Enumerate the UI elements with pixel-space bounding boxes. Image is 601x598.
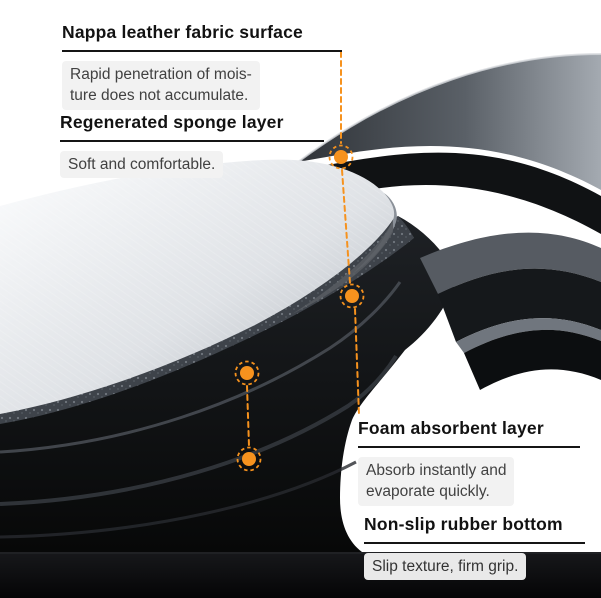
- callout-nappa-leather: Nappa leather fabric surface Rapid penet…: [62, 22, 342, 110]
- connector-line: [246, 385, 250, 447]
- callout-description: Rapid penetration of mois- ture does not…: [62, 61, 260, 110]
- desc-line: ture does not accumulate.: [70, 87, 249, 105]
- desc-line: Slip texture, firm grip.: [372, 558, 519, 575]
- callout-title: Nappa leather fabric surface: [62, 22, 342, 52]
- callout-title: Non-slip rubber bottom: [364, 514, 585, 544]
- layer-marker-3-icon: [234, 360, 260, 386]
- callout-title: Foam absorbent layer: [358, 418, 580, 448]
- callout-description: Soft and comfortable.: [60, 151, 224, 179]
- mat-fabric-surface: [0, 159, 397, 414]
- mat-top-layer: [297, 53, 601, 234]
- desc-line: Soft and comfortable.: [68, 156, 216, 173]
- connector-line: [341, 169, 351, 284]
- callout-non-slip-rubber: Non-slip rubber bottom Slip texture, fir…: [364, 514, 585, 581]
- connector-line: [354, 308, 360, 416]
- callout-connectors: [246, 51, 360, 447]
- layer-marker-1-icon: [328, 144, 354, 170]
- desc-line: Rapid penetration of mois-: [70, 66, 252, 83]
- callout-foam-absorbent: Foam absorbent layer Absorb instantly an…: [358, 418, 580, 506]
- callout-regenerated-sponge: Regenerated sponge layer Soft and comfor…: [60, 112, 324, 179]
- callout-description: Absorb instantly and evaporate quickly.: [358, 457, 515, 506]
- layer-marker-4-icon: [236, 446, 262, 472]
- mat-layer-edges: [420, 232, 601, 390]
- layer-marker-2-icon: [339, 283, 365, 309]
- desc-line: Absorb instantly and: [366, 462, 507, 479]
- callout-description: Slip texture, firm grip.: [364, 553, 527, 581]
- desc-line: evaporate quickly.: [366, 483, 490, 501]
- callout-title: Regenerated sponge layer: [60, 112, 324, 142]
